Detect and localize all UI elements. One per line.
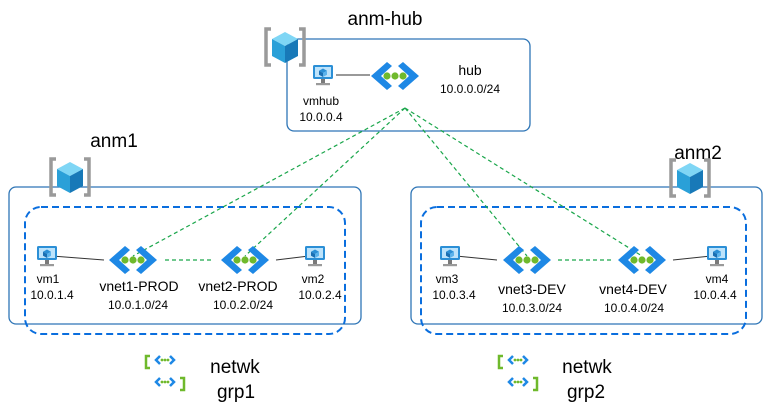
anm2-box — [410, 186, 763, 325]
hub-manager-title: anm-hub — [348, 9, 423, 30]
network-group-2-boundary — [420, 206, 747, 335]
peering-hub-vnet4 — [404, 107, 643, 257]
anm1-box — [8, 186, 362, 325]
network-group-2-line2: grp2 — [567, 382, 605, 403]
vmhub-virtual-machine-icon — [313, 65, 333, 86]
link-vm4-vnet4 — [672, 255, 712, 261]
network-group-2-icon — [497, 354, 539, 392]
link-vm3-vnet3 — [455, 255, 498, 261]
network-group-1-boundary — [24, 206, 346, 335]
vnet4-virtual-network-icon — [618, 246, 666, 274]
network-group-1-line2: grp1 — [217, 382, 255, 403]
vm3-label: vm3 — [436, 272, 459, 286]
vnet3-virtual-network-icon — [503, 246, 551, 274]
vnet3-label: vnet3-DEV — [498, 281, 566, 297]
hub-vnet-cidr: 10.0.0.0/24 — [440, 82, 500, 96]
vnet1-cidr: 10.0.1.0/24 — [108, 298, 168, 312]
anm1-network-manager-icon — [49, 157, 91, 197]
vm1-label: vm1 — [37, 272, 60, 286]
vmhub-label: vmhub — [303, 94, 339, 108]
vm4-ip: 10.0.4.4 — [693, 288, 737, 302]
peering-connections — [132, 107, 643, 261]
hub-vnet-label: hub — [458, 62, 482, 78]
vm1-virtual-machine-icon — [37, 246, 57, 267]
vnet2-cidr: 10.0.2.0/24 — [213, 298, 273, 312]
hub-box — [286, 38, 531, 132]
vnet1-label: vnet1-PROD — [99, 278, 178, 294]
network-group-1-line1: netwk — [210, 357, 260, 378]
vnet2-label: vnet2-PROD — [198, 278, 277, 294]
peering-hub-vnet2 — [244, 107, 406, 257]
network-group-1-icon — [144, 354, 186, 392]
vm2-label: vm2 — [302, 272, 325, 286]
vnet3-cidr: 10.0.3.0/24 — [502, 301, 562, 315]
vm3-virtual-machine-icon — [440, 246, 460, 267]
vm1-ip: 10.0.1.4 — [30, 288, 74, 302]
vnet1-virtual-network-icon — [109, 246, 157, 274]
vm2-ip: 10.0.2.4 — [298, 288, 342, 302]
vmhub-ip: 10.0.0.4 — [299, 110, 343, 124]
link-vm1-vnet1 — [51, 255, 105, 261]
vm4-virtual-machine-icon — [707, 246, 727, 267]
anm1-title: anm1 — [90, 131, 138, 152]
hub-virtual-network-icon — [371, 62, 419, 90]
anm2-title: anm2 — [674, 143, 722, 164]
vnet4-label: vnet4-DEV — [599, 281, 667, 297]
vm-connections — [51, 74, 712, 261]
link-vm2-vnet2 — [275, 255, 310, 261]
hub-network-manager-icon — [264, 27, 306, 67]
network-group-2-line1: netwk — [562, 357, 612, 378]
vm2-virtual-machine-icon — [305, 246, 325, 267]
vm4-label: vm4 — [706, 272, 729, 286]
vnet4-cidr: 10.0.4.0/24 — [604, 301, 664, 315]
peering-hub-vnet1 — [132, 107, 406, 257]
peering-hub-vnet3 — [404, 107, 528, 257]
anm2-network-manager-icon — [669, 158, 711, 198]
vnet2-virtual-network-icon — [221, 246, 269, 274]
vm3-ip: 10.0.3.4 — [432, 288, 476, 302]
